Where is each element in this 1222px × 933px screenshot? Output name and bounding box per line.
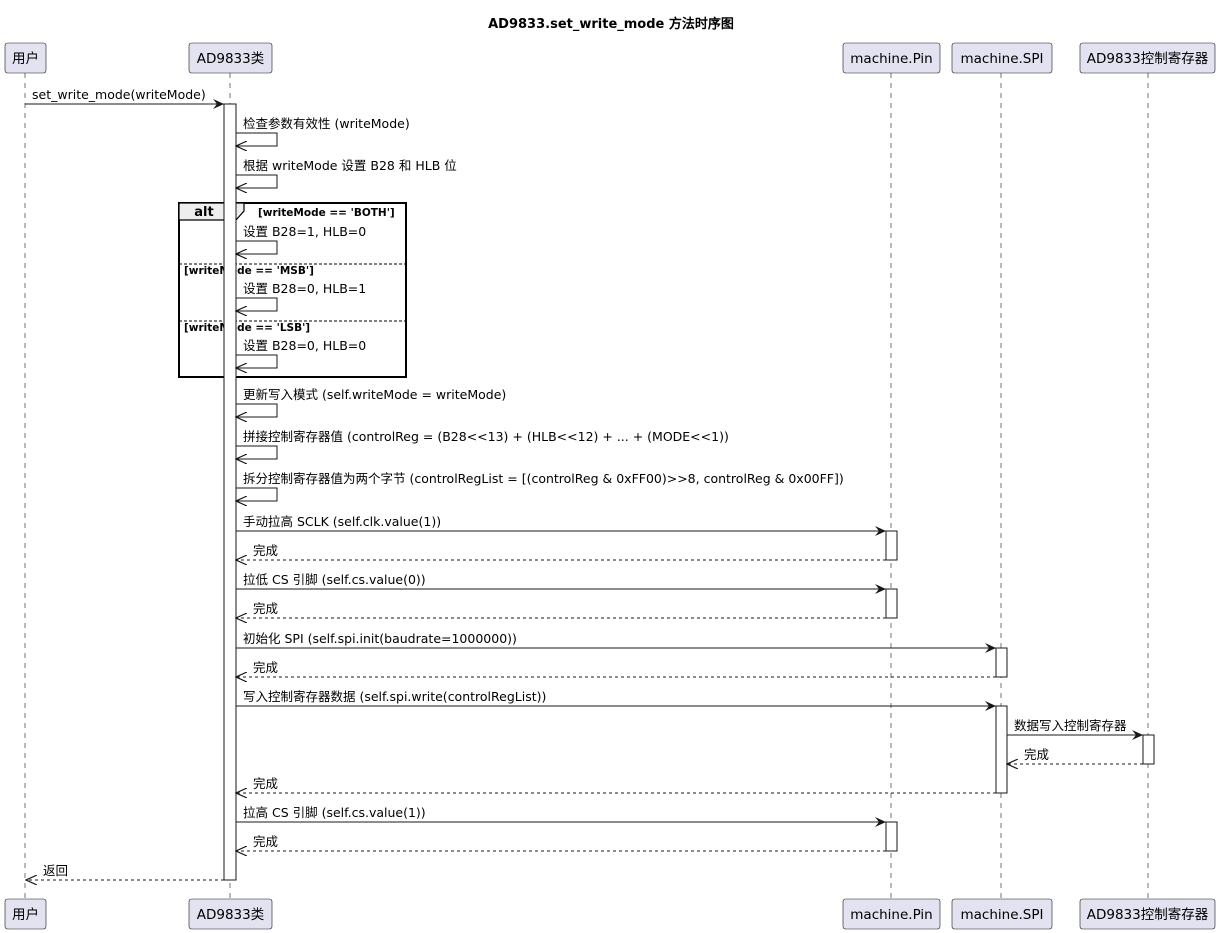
message-label: 完成 bbox=[253, 660, 278, 675]
message-label: 写入控制寄存器数据 (self.spi.write(controlRegList… bbox=[243, 689, 546, 704]
message: 检查参数有效性 (writeMode) bbox=[236, 116, 410, 146]
message-label: 初始化 SPI (self.spi.init(baudrate=1000000)… bbox=[243, 631, 517, 646]
message: 设置 B28=0, HLB=0 bbox=[236, 338, 366, 368]
message: 设置 B28=0, HLB=1 bbox=[236, 281, 366, 311]
message: 根据 writeMode 设置 B28 和 HLB 位 bbox=[236, 158, 457, 188]
activation-ad bbox=[223, 103, 237, 881]
alt-keyword: alt bbox=[194, 205, 213, 220]
participant-reg-top: AD9833控制寄存器 bbox=[1079, 42, 1216, 74]
message-label: 完成 bbox=[253, 776, 278, 791]
participants: 用户用户AD9833类AD9833类machine.Pinmachine.Pin… bbox=[4, 42, 1216, 930]
activation-spi bbox=[995, 647, 1008, 678]
return-message: 完成 bbox=[236, 660, 996, 677]
participant-pin-top: machine.Pin bbox=[842, 42, 941, 74]
message-label: 根据 writeMode 设置 B28 和 HLB 位 bbox=[243, 158, 457, 173]
messages: set_write_mode(writeMode) 检查参数有效性 (writeM… bbox=[25, 87, 1143, 880]
message-label: set_write_mode(writeMode) bbox=[32, 87, 206, 102]
participant-label: AD9833控制寄存器 bbox=[1087, 906, 1209, 923]
participant-user-top: 用户 bbox=[4, 42, 47, 74]
activation-spi bbox=[995, 705, 1008, 794]
message: set_write_mode(writeMode) bbox=[25, 87, 224, 109]
return-message: 完成 bbox=[236, 543, 886, 560]
alt-condition: [writeMode == 'BOTH'] bbox=[258, 207, 395, 219]
participant-label: AD9833类 bbox=[197, 907, 265, 923]
participant-pin-bottom: machine.Pin bbox=[842, 898, 941, 930]
message: 设置 B28=1, HLB=0 bbox=[236, 224, 366, 254]
message-label: 手动拉高 SCLK (self.clk.value(1)) bbox=[243, 514, 441, 529]
message-label: 完成 bbox=[1024, 747, 1049, 762]
message: 写入控制寄存器数据 (self.spi.write(controlRegList… bbox=[236, 689, 996, 711]
message-label: 完成 bbox=[253, 834, 278, 849]
participant-ad-top: AD9833类 bbox=[188, 42, 273, 74]
message: 拆分控制寄存器值为两个字节 (controlRegList = [(contro… bbox=[236, 471, 844, 501]
message-label: 数据写入控制寄存器 bbox=[1014, 718, 1127, 733]
participant-label: machine.SPI bbox=[961, 51, 1044, 67]
participant-user-bottom: 用户 bbox=[4, 898, 47, 930]
return-message: 完成 bbox=[236, 776, 996, 793]
participant-label: machine.Pin bbox=[850, 907, 932, 923]
message: 手动拉高 SCLK (self.clk.value(1)) bbox=[236, 514, 886, 536]
message-label: 更新写入模式 (self.writeMode = writeMode) bbox=[243, 387, 506, 402]
return-message: 返回 bbox=[26, 863, 224, 880]
alt-frame-border bbox=[178, 202, 407, 378]
message-label: 设置 B28=0, HLB=1 bbox=[243, 281, 366, 296]
message: 初始化 SPI (self.spi.init(baudrate=1000000)… bbox=[236, 631, 996, 653]
message: 更新写入模式 (self.writeMode = writeMode) bbox=[236, 387, 506, 417]
activation-pin bbox=[885, 530, 898, 561]
activation-pin bbox=[885, 821, 898, 852]
message: 拼接控制寄存器值 (controlReg = (B28<<13) + (HLB<… bbox=[236, 429, 729, 459]
message-label: 设置 B28=0, HLB=0 bbox=[243, 338, 366, 353]
message-label: 拉低 CS 引脚 (self.cs.value(0)) bbox=[243, 572, 426, 587]
message: 拉高 CS 引脚 (self.cs.value(1)) bbox=[236, 805, 886, 827]
return-message: 完成 bbox=[236, 601, 886, 618]
participant-ad-bottom: AD9833类 bbox=[188, 898, 273, 930]
message-label: 拉高 CS 引脚 (self.cs.value(1)) bbox=[243, 805, 426, 820]
message-label: 返回 bbox=[43, 863, 68, 878]
return-message: 完成 bbox=[1007, 747, 1143, 764]
lifelines bbox=[24, 73, 1149, 899]
participant-label: machine.SPI bbox=[961, 907, 1044, 923]
participant-label: AD9833类 bbox=[197, 51, 265, 67]
message: 数据写入控制寄存器 bbox=[1007, 718, 1143, 740]
participant-label: AD9833控制寄存器 bbox=[1087, 50, 1209, 67]
participant-label: 用户 bbox=[12, 906, 39, 923]
participant-spi-top: machine.SPI bbox=[951, 42, 1053, 74]
activations bbox=[223, 103, 1155, 881]
message-label: 完成 bbox=[253, 601, 278, 616]
message-label: 拆分控制寄存器值为两个字节 (controlRegList = [(contro… bbox=[243, 471, 844, 486]
participant-reg-bottom: AD9833控制寄存器 bbox=[1079, 898, 1216, 930]
message-label: 设置 B28=1, HLB=0 bbox=[243, 224, 366, 239]
activation-reg bbox=[1142, 734, 1155, 765]
participant-label: machine.Pin bbox=[850, 51, 932, 67]
message-label: 完成 bbox=[253, 543, 278, 558]
participant-spi-bottom: machine.SPI bbox=[951, 898, 1053, 930]
participant-label: 用户 bbox=[12, 50, 39, 67]
message-label: 拼接控制寄存器值 (controlReg = (B28<<13) + (HLB<… bbox=[243, 429, 729, 444]
return-message: 完成 bbox=[236, 834, 886, 851]
message-label: 检查参数有效性 (writeMode) bbox=[243, 116, 410, 131]
activation-pin bbox=[885, 588, 898, 619]
diagram-title: AD9833.set_write_mode 方法时序图 bbox=[488, 16, 734, 32]
message: 拉低 CS 引脚 (self.cs.value(0)) bbox=[236, 572, 886, 594]
alt-condition: [writeMode == 'LSB'] bbox=[184, 322, 310, 334]
alt-condition: [writeMode == 'MSB'] bbox=[184, 265, 314, 277]
